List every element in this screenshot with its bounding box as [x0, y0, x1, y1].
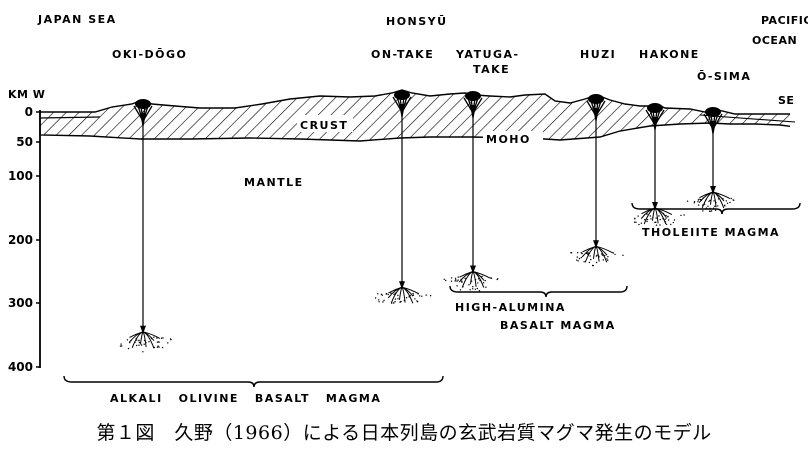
feeder-fan	[645, 109, 665, 133]
volcano-label-yatugatake: YATUGA-	[455, 48, 520, 61]
volcano-label-on-take: ON-TAKE	[371, 48, 434, 61]
se-label: SE	[778, 94, 794, 107]
volcano-1	[119, 99, 172, 353]
sea-floor-line	[39, 116, 101, 119]
japan-sea-label: JAPAN SEA	[37, 13, 117, 26]
y-tick-label: 200	[8, 233, 33, 247]
feeder-fan	[586, 100, 606, 124]
crust-layer	[39, 89, 790, 142]
volcano-6	[686, 107, 735, 212]
high-alumina-label-line1: HIGH-ALUMINA	[455, 301, 566, 314]
volcano-cone	[135, 99, 151, 109]
magma-source	[633, 202, 685, 226]
magma-source	[686, 186, 735, 212]
bracket-alkali-olivine	[63, 375, 444, 388]
volcano-label-hakone: HAKONE	[639, 48, 700, 61]
volcano-cone	[465, 91, 481, 101]
volcano-5	[633, 103, 685, 226]
feeder-fan	[392, 96, 412, 120]
volcano-4	[570, 94, 624, 267]
feeder-fan	[703, 113, 723, 137]
magma-source	[443, 265, 499, 292]
magma-source	[374, 281, 432, 304]
depth-axis-ticks: 0 50 100 200 300 400	[8, 105, 40, 374]
volcano-label-oki-dogo: OKI-DŌGO	[112, 48, 187, 61]
volcano-label-o-sima: Ō-SIMA	[697, 70, 751, 83]
alkali-olivine-label: ALKALI OLIVINE BASALT MAGMA	[110, 392, 381, 405]
moho-label-bg	[483, 131, 543, 146]
volcano-cone	[705, 107, 721, 117]
pacific-label: PACIFIC	[761, 14, 808, 27]
crust-label: CRUST	[300, 119, 348, 132]
feeder-fan	[463, 97, 483, 121]
figure-caption: 第１図 久野（1966）による日本列島の玄武岩質マグマ発生のモデル	[96, 422, 712, 444]
y-tick-label: 0	[25, 105, 33, 119]
high-alumina-label-line2: BASALT MAGMA	[500, 319, 616, 332]
volcano-label-huzi: HUZI	[580, 48, 616, 61]
volcano-label-yatugatake-line2: TAKE	[473, 63, 510, 76]
y-tick-label: 400	[8, 360, 33, 374]
feeder-fan	[133, 105, 153, 129]
honsyu-label: HONSYŪ	[386, 15, 448, 28]
tholeiite-label: THOLEIITE MAGMA	[642, 226, 780, 239]
volcano-group	[119, 90, 735, 353]
axis-title: KM W	[8, 88, 45, 101]
y-tick-label: 300	[8, 296, 33, 310]
volcano-2	[374, 90, 432, 304]
ocean-label: OCEAN	[752, 34, 797, 47]
volcano-cone	[394, 90, 410, 100]
bracket-high-alumina	[449, 285, 628, 298]
magma-source	[119, 325, 172, 353]
volcano-cone	[588, 94, 604, 104]
y-tick-label: 100	[8, 169, 33, 183]
volcano-3	[443, 91, 499, 292]
moho-label: MOHO	[486, 133, 531, 146]
magma-source	[570, 240, 624, 267]
y-tick-label: 50	[16, 135, 33, 149]
crust-label-bg	[297, 115, 353, 132]
bracket-tholeiite	[631, 202, 801, 215]
volcano-cone	[647, 103, 663, 113]
mantle-label: MANTLE	[244, 176, 304, 189]
